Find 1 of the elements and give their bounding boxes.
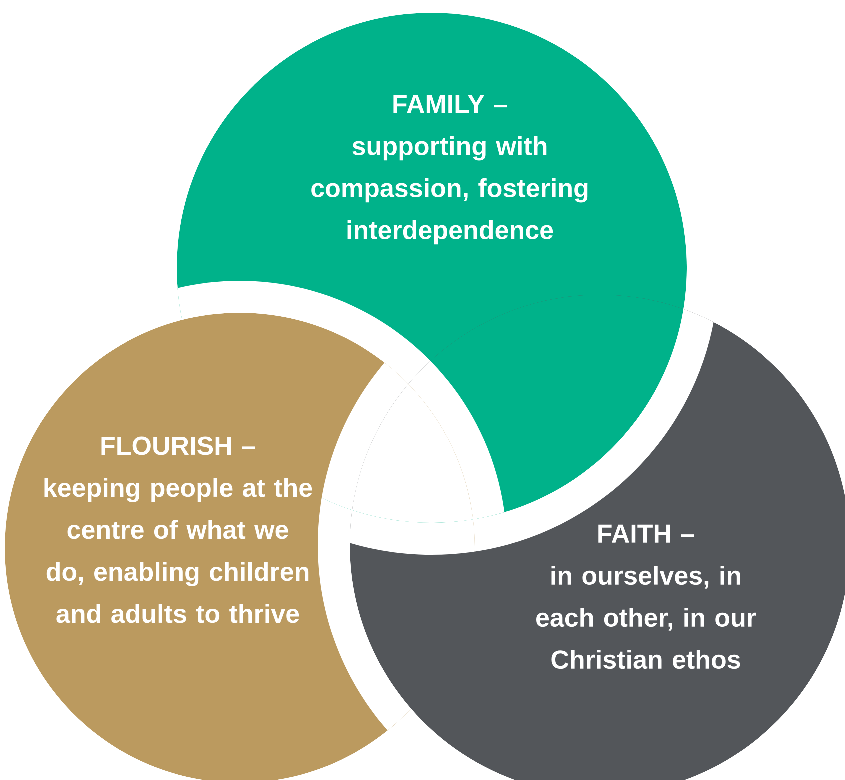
circle-segment: FAITH – in ourselves, in each other, in our Christian ethos [350,295,845,780]
